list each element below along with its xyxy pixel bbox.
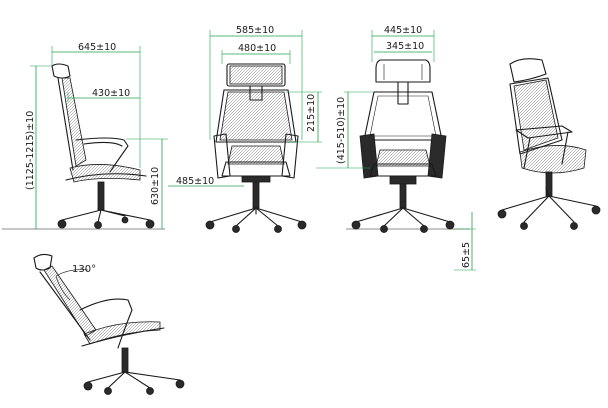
front-star-base	[209, 207, 303, 227]
caster	[94, 221, 102, 229]
side-headrest	[51, 63, 71, 79]
label-seat-floor: 485±10	[176, 176, 214, 187]
label-seat-width: 480±10	[238, 43, 276, 54]
recline-backrest	[43, 265, 97, 337]
iso-star-base	[501, 187, 597, 223]
label-seat-height: 630±10	[150, 167, 161, 205]
back-headrest	[375, 59, 431, 83]
iso-headrest	[509, 58, 547, 83]
iso-backrest	[513, 79, 559, 151]
back-armrest-left	[359, 133, 379, 179]
side-view: 645±10 430±10 (1125-1215)±10 630±10	[2, 42, 168, 230]
label-back-adjust: 215±10	[306, 94, 317, 132]
caster	[145, 219, 155, 229]
recline-gas-column	[121, 347, 129, 373]
caster	[121, 216, 129, 224]
back-star-base	[355, 207, 451, 227]
front-view: 585±10 480±10 215±10 485±10	[168, 25, 322, 233]
recline-armrest	[79, 298, 133, 349]
back-seat	[375, 149, 431, 167]
recline-angle-arc	[55, 269, 89, 277]
recline-star-base	[87, 371, 181, 389]
back-armrest-right	[427, 133, 447, 179]
side-armrest	[75, 137, 129, 173]
front-seat	[227, 145, 285, 165]
side-gas-column	[97, 181, 105, 211]
side-seat	[69, 164, 141, 183]
label-recline-angle: 130°	[72, 264, 96, 275]
front-backrest	[219, 91, 293, 141]
caster	[57, 219, 67, 229]
label-total-height: (1125-1215)±10	[25, 111, 36, 190]
label-depth: 645±10	[78, 42, 116, 53]
isometric-view	[497, 58, 601, 230]
side-star-base	[61, 209, 151, 223]
front-gas-column	[252, 181, 260, 209]
label-back-width: 345±10	[386, 41, 424, 52]
label-overall-width: 585±10	[236, 25, 274, 36]
recline-view: 130°	[33, 253, 185, 395]
iso-gas-column	[545, 171, 553, 197]
front-headrest	[229, 65, 283, 85]
label-seat-range: (415-510)±10	[336, 97, 347, 164]
label-base-height: 65±5	[461, 242, 472, 268]
back-gas-column	[399, 183, 407, 209]
recline-seat	[83, 321, 161, 345]
label-back-overall-width: 445±10	[384, 25, 422, 36]
iso-seat	[519, 145, 587, 174]
iso-armrest	[515, 125, 573, 169]
back-view: 445±10 345±10 (415-510)±10 65±5	[316, 25, 476, 271]
label-headrest-offset: 430±10	[92, 88, 130, 99]
back-backrest	[363, 91, 443, 141]
